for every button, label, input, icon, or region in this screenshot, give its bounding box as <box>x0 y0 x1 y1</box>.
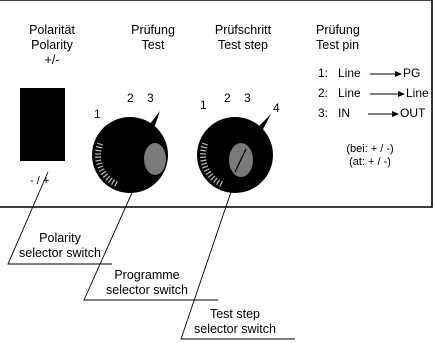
polarity-switch[interactable] <box>20 88 65 161</box>
knob-tick <box>200 145 208 149</box>
step-dial-position-4: 4 <box>273 101 280 115</box>
heading-polarity-en: Polarity <box>31 38 73 52</box>
knob-tick <box>98 168 105 172</box>
heading-test-de: Prüfung <box>131 23 175 37</box>
knob-tick <box>210 175 216 181</box>
polarity-note-en: (at: + / -) <box>349 156 391 168</box>
knob-tick <box>110 179 116 186</box>
pin-row-1-to: PG <box>403 66 421 80</box>
pin-row-3-number: 3: <box>318 106 329 120</box>
knob-ticks <box>94 142 118 187</box>
polarity-note-de: (bei: + / -) <box>346 143 394 155</box>
knob-tick <box>201 162 208 166</box>
leader-polarity <box>7 171 112 265</box>
pin-row-1-from: Line <box>338 66 361 80</box>
knob-tick <box>219 180 223 187</box>
polarity-switch-scale: - / + <box>30 175 50 187</box>
heading-polarity-sign: +/- <box>44 53 60 67</box>
programme-dial-position-1: 1 <box>94 107 101 121</box>
callout-programme-line2: selector switch <box>106 283 188 297</box>
knob-tick <box>95 149 102 152</box>
step-dial-position-1: 1 <box>200 98 207 112</box>
knob-tick <box>96 142 103 146</box>
pin-row-1-number: 1: <box>318 66 329 80</box>
knob-pointer <box>146 111 160 134</box>
pin-row-3-to: OUT <box>400 106 426 120</box>
knob-tick <box>213 177 218 183</box>
pin-row-3-from: IN <box>338 106 350 120</box>
knob-tick <box>202 165 209 169</box>
heading-test-pin-en: Test pin <box>316 38 360 52</box>
knob-tick <box>100 170 107 176</box>
programme-dial-position-2: 2 <box>127 91 134 105</box>
callout-test-step-line2: selector switch <box>194 322 276 336</box>
knob-tick <box>97 165 104 169</box>
callout-programme-line1: Programme <box>114 268 180 282</box>
pin-row-2-number: 2: <box>318 86 329 100</box>
knob-cap <box>144 143 166 175</box>
knob-tick <box>95 159 102 162</box>
programme-selector-knob[interactable] <box>92 111 168 193</box>
heading-test-en: Test <box>141 38 165 52</box>
knob-tick <box>102 173 109 178</box>
knob-tick <box>201 142 208 146</box>
knob-ticks <box>199 142 223 187</box>
step-dial-position-3: 3 <box>244 91 251 105</box>
knob-cap-slot <box>234 148 247 173</box>
panel-outline <box>0 0 433 208</box>
test-step-selector-knob[interactable] <box>197 114 273 193</box>
knob-tick <box>205 170 212 176</box>
callout-polarity-line2: selector switch <box>19 246 101 260</box>
pin-row-2-to: Line <box>406 86 429 100</box>
heading-test-step-de: Prüfschritt <box>214 23 272 37</box>
knob-tick <box>203 168 210 172</box>
heading-test-pin-de: Prüfung <box>316 23 360 37</box>
programme-dial-position-3: 3 <box>147 91 154 105</box>
knob-tick <box>114 180 118 187</box>
knob-tick <box>200 159 207 162</box>
heading-test-step-en: Test step <box>217 38 269 52</box>
knob-tick <box>200 149 207 152</box>
knob-tick <box>96 162 103 166</box>
leader-programme <box>83 185 218 301</box>
knob-tick <box>108 177 113 183</box>
knob-tick <box>207 173 214 178</box>
knob-tick <box>105 175 111 181</box>
pin-row-2-from: Line <box>338 86 361 100</box>
knob-pointer <box>254 114 271 137</box>
step-dial-position-2: 2 <box>224 91 231 105</box>
knob-tick <box>215 179 221 186</box>
heading-polarity-de: Polarität <box>29 23 75 37</box>
knob-tick <box>95 145 103 149</box>
callout-polarity-line1: Polarity <box>39 231 81 245</box>
leader-test-step <box>180 185 295 340</box>
callout-test-step-line1: Test step <box>209 307 261 321</box>
